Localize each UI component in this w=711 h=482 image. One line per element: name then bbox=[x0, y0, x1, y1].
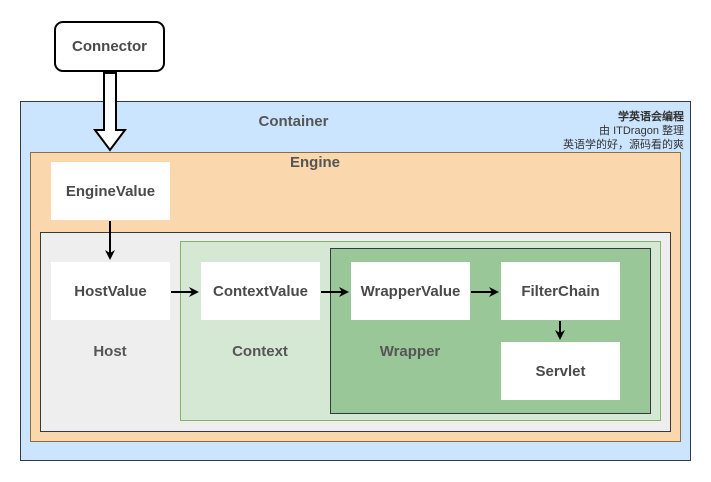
engine-value-node: EngineValue bbox=[51, 162, 170, 220]
note-line-2: 英语学的好，源码看的爽 bbox=[563, 139, 684, 151]
engine-label: Engine bbox=[289, 154, 340, 171]
filter-chain-node: FilterChain bbox=[501, 262, 620, 320]
note-line-1: 由 ITDragon 整理 bbox=[599, 125, 684, 137]
servlet-node: Servlet bbox=[501, 342, 620, 400]
context-label: Context bbox=[232, 343, 288, 360]
host-value-node: HostValue bbox=[51, 262, 170, 320]
wrapper-value-node: WrapperValue bbox=[351, 262, 470, 320]
host-label: Host bbox=[93, 343, 127, 360]
note-title: 学英语会编程 bbox=[618, 111, 684, 123]
wrapper-label: Wrapper bbox=[379, 343, 441, 360]
connector-node: Connector bbox=[54, 21, 165, 72]
connector-to-container-arrow bbox=[93, 72, 127, 152]
container-label: Container bbox=[258, 113, 329, 130]
context-value-node: ContextValue bbox=[201, 262, 320, 320]
watermark-note: 学英语会编程 由 ITDragon 整理 英语学的好，源码看的爽 bbox=[500, 110, 684, 152]
